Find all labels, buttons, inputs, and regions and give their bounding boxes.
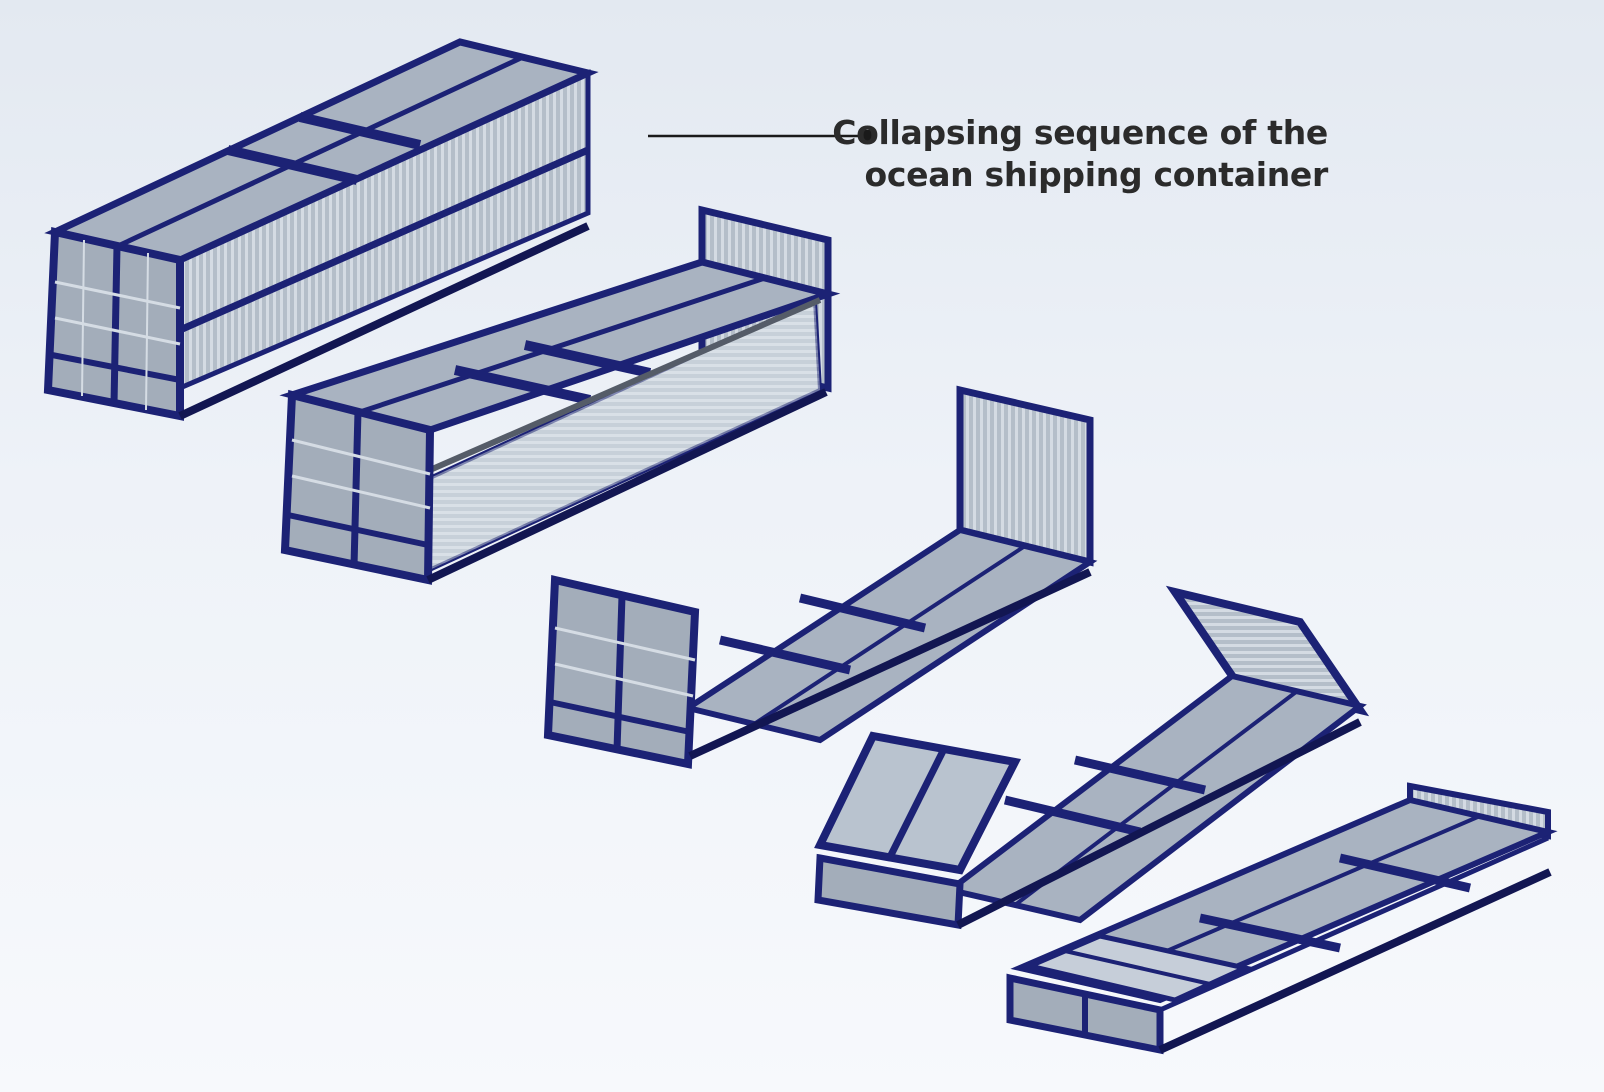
far-end-wall-folding	[1165, 585, 1370, 717]
stage-4-walls-folding	[814, 585, 1370, 930]
stage-5-collapsed	[1006, 782, 1558, 1055]
caption-leader	[648, 130, 872, 142]
stage-2-side-removed	[279, 205, 841, 585]
caption: Collapsing sequence of the ocean shippin…	[832, 112, 1328, 196]
stage-1-closed-container	[43, 38, 599, 421]
stage-3-flat-rack	[543, 385, 1098, 769]
leader-marker	[860, 130, 872, 142]
caption-line-2: ocean shipping container	[864, 155, 1328, 194]
caption-line-1: Collapsing sequence of the	[832, 113, 1328, 152]
